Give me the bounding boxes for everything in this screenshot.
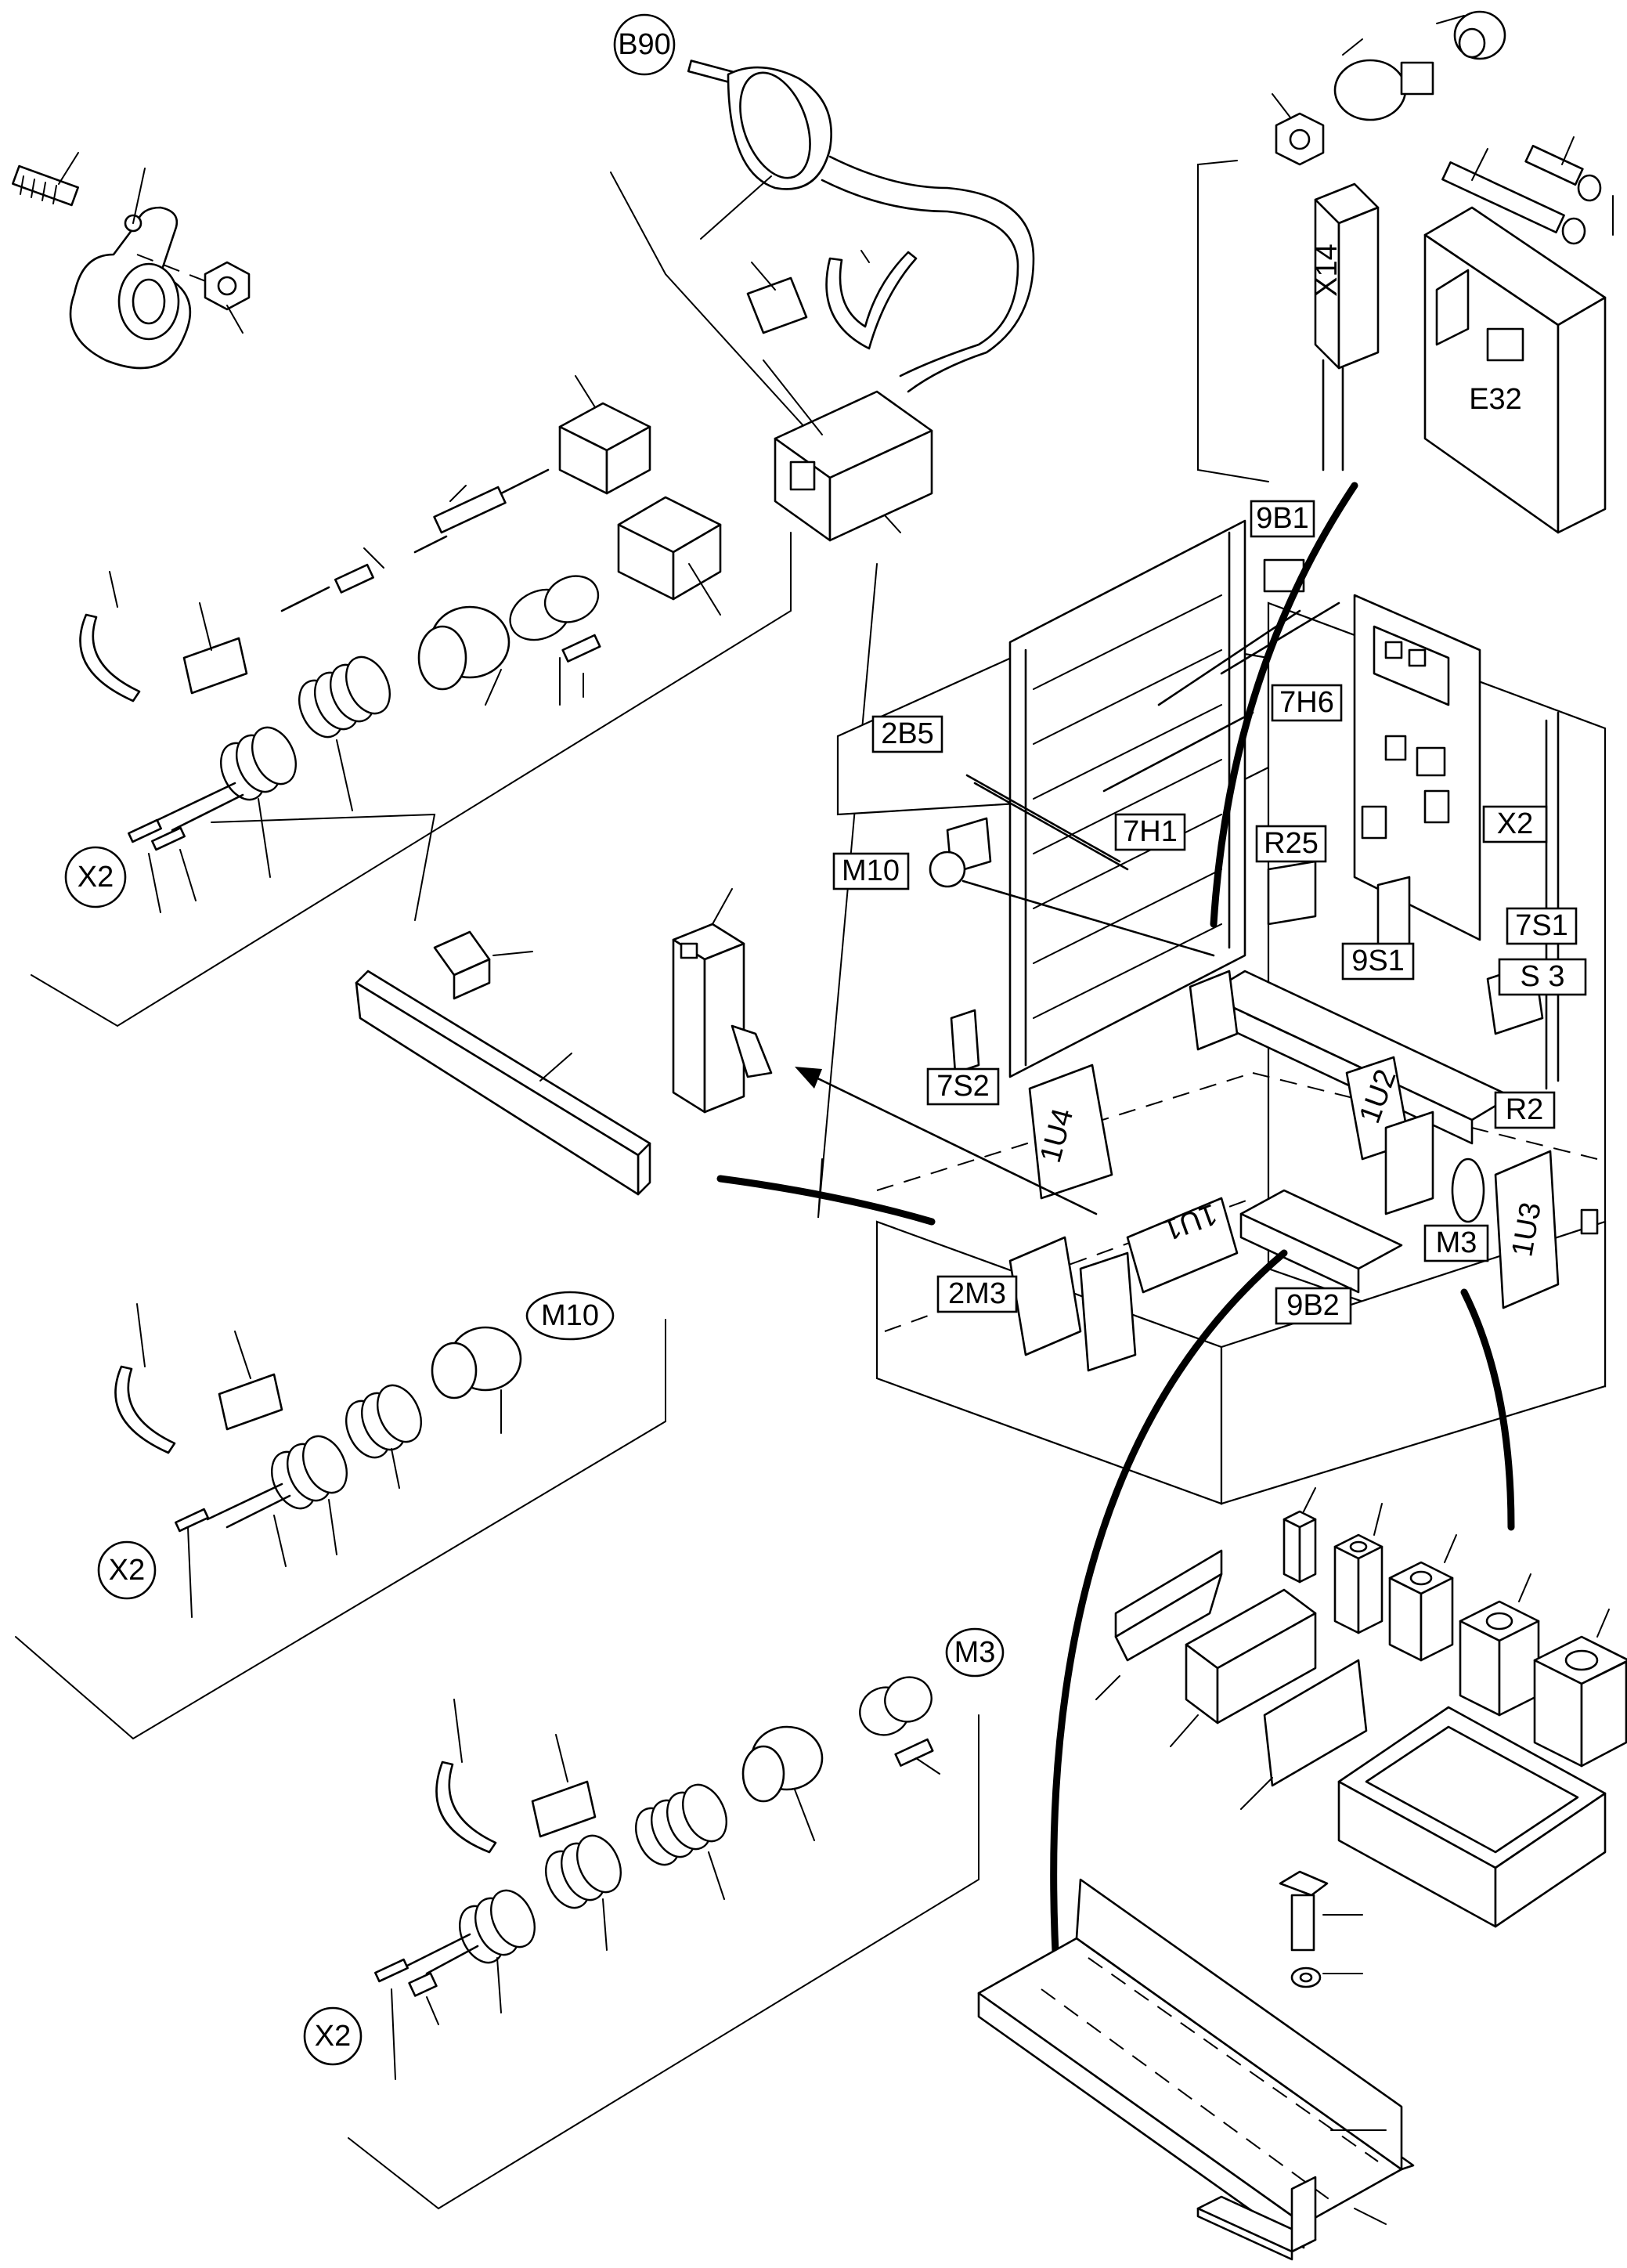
tray-side	[1075, 1878, 1403, 2171]
cable-tray	[977, 1878, 1415, 2249]
label-circle-x2-bottom	[303, 2006, 363, 2066]
label-circle-x2-top	[64, 846, 127, 908]
label-m3-box: M3	[1436, 1226, 1477, 1259]
block-3	[1388, 1561, 1454, 1662]
arrow-to-fuse	[805, 1071, 1098, 1215]
b90-connector	[774, 390, 933, 542]
terminal-e32-group: X14 E32	[1272, 10, 1614, 534]
spring-a	[298, 655, 391, 739]
arrow-curve-x14	[1210, 482, 1358, 928]
connector-group-top: X2	[64, 375, 722, 913]
m3-bushing	[635, 1783, 727, 1866]
label-m10-circle: M10	[541, 1299, 599, 1332]
label-ellipse-m3	[945, 1627, 1005, 1678]
rail-clip	[433, 930, 491, 1000]
b90-label-strip	[746, 276, 808, 334]
filter-tray	[1337, 1706, 1607, 1928]
label-2b5: 2B5	[881, 717, 934, 750]
cabinet-labels: 9B1 2B5 7H6 7H1 R25 X2 M10 7S1 9S1 S 3 7…	[832, 500, 1587, 1325]
capacitor-blocks	[1282, 1487, 1627, 1768]
component-rack	[1008, 519, 1305, 1078]
label-9b2: 9B2	[1286, 1289, 1340, 1322]
m10-bushing	[271, 1435, 348, 1510]
label-9b1: 9B1	[1256, 502, 1309, 535]
fuse-holder	[672, 923, 773, 1114]
arrow-to-rail	[716, 1175, 936, 1226]
label-7h1: 7H1	[1123, 815, 1178, 848]
label-s3: S 3	[1520, 960, 1564, 993]
cable-clamp-group	[12, 152, 251, 370]
label-x14: X14	[1311, 244, 1344, 297]
filter-plate	[1263, 1659, 1368, 1787]
cable-gland-top	[1272, 10, 1506, 166]
label-b90: B90	[618, 28, 671, 61]
label-circle-b90	[613, 13, 676, 76]
plug-housing-a	[558, 402, 651, 495]
label-r25: R25	[1264, 827, 1319, 860]
hex-nut	[204, 261, 251, 311]
internal-components	[929, 817, 1599, 1372]
connector-group-m10: M10 X2	[97, 1291, 615, 1618]
label-ellipse-m10	[525, 1291, 615, 1341]
label-e32: E32	[1469, 383, 1522, 416]
screw	[12, 164, 79, 207]
e32-box: E32	[1423, 206, 1607, 534]
label-x2-bottom: X2	[315, 2020, 351, 2053]
plug-housing-b	[617, 496, 722, 601]
label-r2: R2	[1506, 1093, 1544, 1126]
cable-gland-a	[417, 575, 600, 691]
b90-cable-tie	[825, 251, 918, 350]
m10-sleeve	[431, 1326, 522, 1399]
rail-and-fuse	[355, 888, 773, 1196]
label-x2-top: X2	[78, 861, 114, 894]
sensor-b90: B90	[613, 13, 1035, 542]
label-2m3: 2M3	[948, 1277, 1006, 1310]
connector-group-m3: M3 X2	[303, 1627, 1005, 2080]
label-9s1: 9S1	[1351, 944, 1405, 977]
block-2	[1333, 1533, 1383, 1634]
p-clamp	[69, 206, 191, 370]
support-bracket	[1196, 2129, 1387, 2261]
sleeve-a	[220, 726, 297, 801]
m10-spring	[345, 1384, 422, 1459]
arrow-to-filters	[1460, 1288, 1515, 1531]
right-inner-panel	[1353, 594, 1560, 1090]
label-7h6: 7H6	[1279, 686, 1334, 719]
label-x2-mid: X2	[109, 1554, 145, 1587]
arrow-to-duct	[1050, 1249, 1288, 1985]
label-7s1: 7S1	[1515, 909, 1568, 942]
block-4	[1459, 1600, 1540, 1717]
block-1	[1282, 1510, 1317, 1584]
m3-sleeve	[459, 1889, 536, 1964]
bracket-and-filter	[1095, 1549, 1368, 1810]
bolt-and-washer	[1279, 1870, 1363, 1988]
block-5	[1533, 1635, 1627, 1768]
label-m3-circle: M3	[954, 1636, 996, 1669]
label-circle-x2-mid	[97, 1540, 157, 1600]
x14-connector: X14	[1311, 182, 1380, 471]
m3-spring	[545, 1834, 622, 1909]
m3-gland	[741, 1676, 933, 1803]
screws-washers	[1441, 136, 1614, 245]
label-7s2: 7S2	[936, 1070, 990, 1103]
label-x2-right: X2	[1497, 807, 1533, 840]
label-m10-box: M10	[842, 854, 900, 887]
